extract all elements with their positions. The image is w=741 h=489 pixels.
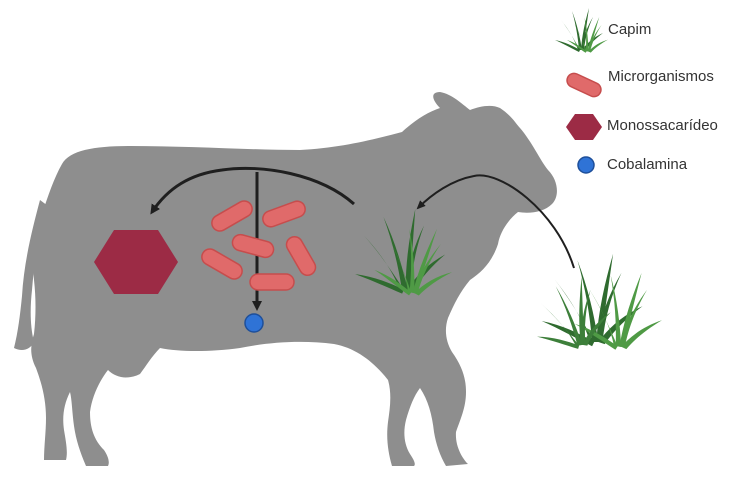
legend xyxy=(555,8,611,173)
legend-label-capim: Capim xyxy=(608,21,651,39)
legend-label-cobalamina: Cobalamina xyxy=(607,156,687,174)
circle-icon xyxy=(578,157,594,173)
cobalamin-circle xyxy=(245,314,263,332)
microorganism-capsule xyxy=(250,274,294,290)
legend-label-monossacarideo: Monossacarídeo xyxy=(607,117,718,135)
grass-icon xyxy=(555,8,611,56)
legend-label-microrganismos: Microrganismos xyxy=(608,68,714,86)
grass-near-mouth xyxy=(528,254,667,356)
hexagon-icon xyxy=(566,114,602,140)
bacteria-capsule-icon xyxy=(565,71,604,99)
